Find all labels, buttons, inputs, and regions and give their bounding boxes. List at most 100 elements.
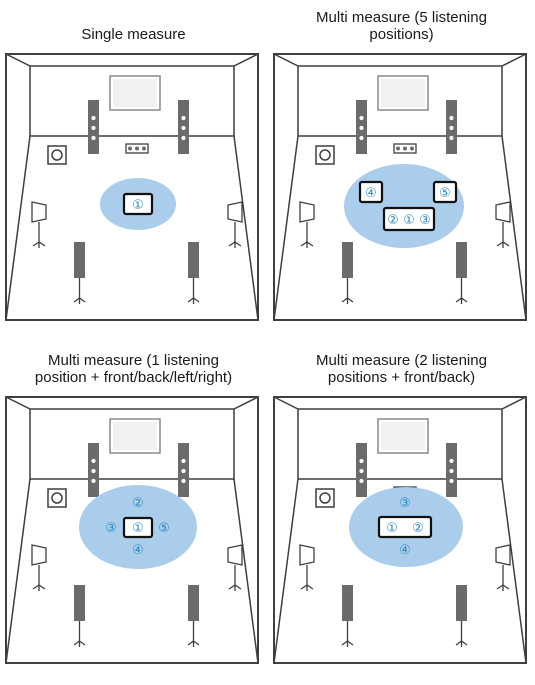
stand-base-icon (341, 640, 354, 647)
driver-icon (410, 146, 414, 151)
panel-title: Single measure (81, 25, 186, 43)
position-label-4: ④ (132, 543, 144, 558)
position-label-1: ① (403, 213, 415, 228)
back-speaker-icon (74, 242, 85, 278)
subwoofer-driver-icon (319, 149, 331, 161)
driver-icon (90, 134, 97, 142)
driver-icon (403, 146, 407, 151)
panel-multi-measure-front-back-left-right: Multi measure (1 listening position + fr… (0, 343, 267, 685)
driver-icon (396, 146, 400, 151)
driver-icon (180, 467, 187, 475)
stand-base-icon (32, 241, 46, 248)
room-diagram: ① (5, 53, 259, 321)
driver-icon (135, 146, 139, 151)
back-speaker-icon (74, 585, 85, 621)
room-diagram: ① ② ③ ④ ⑤ (5, 396, 259, 664)
panel-multi-measure-2-positions-front-back: Multi measure (2 listening positions + f… (268, 343, 535, 685)
back-wall (297, 409, 503, 480)
microphone-icon (377, 515, 433, 539)
position-label-3: ③ (105, 521, 117, 536)
back-speaker-icon (188, 585, 199, 621)
stand-base-icon (32, 584, 46, 591)
floor-lines (273, 478, 527, 664)
stand-base-icon (73, 297, 86, 304)
stand-base-icon (341, 297, 354, 304)
microphone-icon (358, 180, 384, 204)
tv-screen-inner (113, 79, 157, 107)
back-speaker-icon (188, 242, 199, 278)
surround-speaker-icon (495, 201, 511, 223)
tv-screen-inner (381, 79, 425, 107)
back-speaker-icon (456, 585, 467, 621)
floor-lines (5, 478, 259, 664)
ceiling-line (5, 396, 259, 410)
driver-icon (180, 114, 187, 122)
microphone-icon (382, 206, 436, 232)
ceiling-line (5, 53, 259, 67)
driver-icon (358, 114, 365, 122)
stand-base-icon (455, 640, 468, 647)
stand-base-icon (496, 584, 510, 591)
listening-position-mic: ① (122, 516, 154, 539)
stand-base-icon (300, 584, 314, 591)
position-label-5: ⑤ (158, 521, 170, 536)
subwoofer-driver-icon (51, 492, 63, 504)
surround-speaker-icon (227, 544, 243, 566)
listening-position-mic: ① (122, 192, 154, 216)
position-label-3: ③ (419, 213, 431, 228)
position-label-1: ① (132, 198, 144, 213)
position-label-3: ③ (399, 496, 411, 511)
position-label-2: ② (132, 496, 144, 511)
microphone-icon (432, 180, 458, 204)
tv-screen-inner (113, 422, 157, 450)
surround-speaker-icon (31, 544, 47, 566)
driver-icon (142, 146, 146, 151)
surround-speaker-icon (299, 544, 315, 566)
panel-title: Multi measure (5 listening positions) (316, 9, 487, 43)
tv-screen-inner (381, 422, 425, 450)
back-speaker-icon (342, 242, 353, 278)
panel-single-measure: Single measure ① (0, 0, 267, 342)
position-label-2: ② (387, 213, 399, 228)
position-label-2: ② (412, 521, 424, 536)
subwoofer-driver-icon (319, 492, 331, 504)
driver-icon (448, 114, 455, 122)
panel-title: Multi measure (1 listening position + fr… (34, 352, 233, 386)
stand-base-icon (228, 241, 242, 248)
room-diagram: ① ② ③ ④ (273, 396, 527, 664)
microphone-icon (122, 192, 154, 216)
stand-base-icon (496, 241, 510, 248)
driver-icon (90, 467, 97, 475)
driver-icon (448, 467, 455, 475)
driver-icon (358, 124, 365, 132)
driver-icon (358, 467, 365, 475)
driver-icon (180, 457, 187, 465)
stand-base-icon (73, 640, 86, 647)
stand-base-icon (187, 640, 200, 647)
position-label-5: ⑤ (439, 186, 451, 201)
driver-icon (128, 146, 132, 151)
back-speaker-icon (342, 585, 353, 621)
driver-icon (180, 134, 187, 142)
surround-speaker-icon (299, 201, 315, 223)
driver-icon (90, 477, 97, 485)
room-diagram: ④ ⑤ ② ① ③ (273, 53, 527, 321)
floor-lines (273, 135, 527, 321)
driver-icon (448, 124, 455, 132)
speakers (31, 100, 243, 304)
back-wall (297, 66, 503, 137)
stand-base-icon (455, 297, 468, 304)
listening-position-mic: ② ① ③ (382, 206, 436, 232)
subwoofer-driver-icon (51, 149, 63, 161)
driver-icon (358, 477, 365, 485)
driver-icon (180, 477, 187, 485)
driver-icon (448, 134, 455, 142)
back-speaker-icon (456, 242, 467, 278)
listening-position-mic: ⑤ (432, 180, 458, 204)
driver-icon (448, 457, 455, 465)
stand-base-icon (228, 584, 242, 591)
stand-base-icon (187, 297, 200, 304)
microphone-icon (122, 516, 154, 539)
driver-icon (358, 457, 365, 465)
driver-icon (448, 477, 455, 485)
